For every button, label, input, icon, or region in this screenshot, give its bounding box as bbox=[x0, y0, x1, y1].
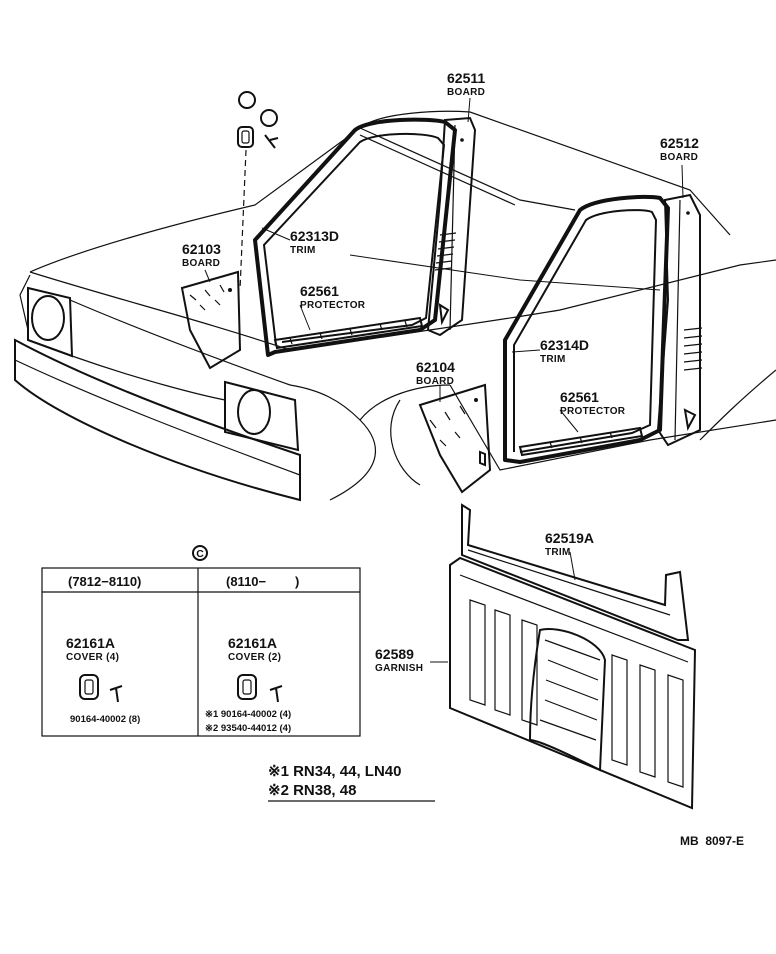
door-trim-62313d bbox=[253, 117, 457, 357]
part-number: 62512 bbox=[660, 135, 699, 151]
part-number: 62103 bbox=[182, 241, 221, 257]
cover-detail-top bbox=[237, 91, 279, 291]
part-name: BOARD bbox=[182, 258, 220, 269]
part-name: BOARD bbox=[447, 87, 485, 98]
vehicle-body-outline bbox=[14, 110, 776, 502]
note-2: ※2 RN38, 48 bbox=[268, 782, 356, 799]
callout-62512: 62512 BOARD bbox=[660, 135, 699, 163]
screw-icon bbox=[109, 685, 123, 703]
variant-table: C (7812−8110) (8110− ) 62161A COVER (4) … bbox=[41, 545, 361, 737]
door-trim-62314d bbox=[503, 194, 670, 464]
callout-62561-front: 62561 PROTECTOR bbox=[300, 283, 366, 311]
part-name: BOARD bbox=[416, 376, 454, 387]
table-col2-header: (8110− ) bbox=[226, 574, 299, 589]
col2-part: 62161A bbox=[228, 635, 277, 651]
cover-clip-icon bbox=[79, 674, 99, 700]
part-number: 62511 bbox=[447, 70, 485, 86]
protector-62561-front bbox=[273, 316, 424, 350]
part-number: 62561 bbox=[300, 283, 339, 299]
applicability-notes: ※1 RN34, 44, LN40 ※2 RN38, 48 bbox=[268, 763, 435, 802]
callout-62519a: 62519A TRIM bbox=[545, 530, 594, 558]
board-62512 bbox=[656, 193, 703, 447]
part-number: 62561 bbox=[560, 389, 599, 405]
note-1: ※1 RN34, 44, LN40 bbox=[268, 763, 401, 780]
callout-62313d: 62313D TRIM bbox=[290, 228, 339, 256]
board-62511 bbox=[426, 116, 477, 337]
col2-screw1: ※1 90164-40002 (4) bbox=[205, 709, 291, 720]
callout-62589: 62589 GARNISH bbox=[375, 646, 423, 674]
callout-62103: 62103 BOARD bbox=[182, 241, 221, 269]
part-name: TRIM bbox=[290, 245, 316, 256]
callout-62511: 62511 BOARD bbox=[447, 70, 485, 98]
col1-desc: COVER (4) bbox=[66, 652, 119, 663]
board-62103 bbox=[180, 270, 242, 370]
part-number: 62519A bbox=[545, 530, 594, 546]
protector-62561-rear bbox=[518, 426, 644, 457]
garnish-62589 bbox=[449, 556, 697, 810]
back-trim-62519a bbox=[461, 503, 690, 641]
col2-desc: COVER (2) bbox=[228, 652, 281, 663]
screw-icon bbox=[269, 685, 283, 703]
part-number: 62313D bbox=[290, 228, 339, 244]
leader-lines bbox=[204, 97, 684, 663]
cover-clip-icon bbox=[237, 674, 257, 700]
part-name: TRIM bbox=[545, 547, 571, 558]
callout-62561-rear: 62561 PROTECTOR bbox=[560, 389, 626, 417]
part-name: BOARD bbox=[660, 152, 698, 163]
part-number: 62104 bbox=[416, 359, 455, 375]
part-name: PROTECTOR bbox=[300, 300, 366, 311]
part-name: TRIM bbox=[540, 354, 566, 365]
board-62104 bbox=[418, 383, 492, 494]
c-marker: C bbox=[196, 548, 204, 560]
part-name: GARNISH bbox=[375, 663, 423, 674]
part-number: 62314D bbox=[540, 337, 589, 353]
drawing-code: MB 8097-E bbox=[680, 834, 744, 848]
col2-screw2: ※2 93540-44012 (4) bbox=[205, 723, 291, 734]
col1-screw: 90164-40002 (8) bbox=[70, 714, 140, 725]
callout-62314d: 62314D TRIM bbox=[540, 337, 589, 365]
callout-62104: 62104 BOARD bbox=[416, 359, 455, 387]
part-name: PROTECTOR bbox=[560, 406, 626, 417]
col1-part: 62161A bbox=[66, 635, 115, 651]
part-number: 62589 bbox=[375, 646, 414, 662]
table-col1-header: (7812−8110) bbox=[68, 574, 141, 589]
